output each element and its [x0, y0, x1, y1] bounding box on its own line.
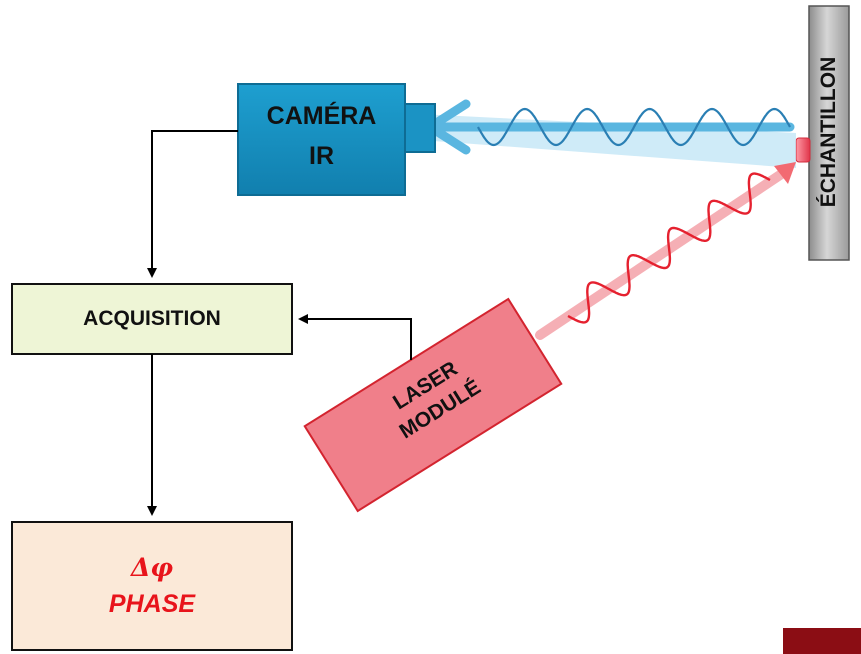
camera-label: CAMÉRA IR [238, 96, 405, 176]
acquisition-label: ACQUISITION [83, 307, 221, 330]
laser-spot [795, 137, 811, 163]
camera-label-line2: IR [309, 142, 334, 170]
laser-to-acquisition-line [298, 314, 412, 360]
sample-block [795, 5, 850, 261]
phase-text: PHASE [108, 590, 196, 618]
camera-to-acquisition-line [147, 130, 238, 278]
camera-label-line1: CAMÉRA [266, 102, 377, 130]
acquisition-block [11, 283, 293, 355]
corner-accent [783, 628, 861, 654]
camera-block [237, 83, 436, 196]
sample-label: ÉCHANTILLON [817, 56, 840, 208]
phase-label: Δφ PHASE [12, 550, 292, 622]
connectors [147, 130, 412, 516]
phase-block [11, 521, 293, 651]
phase-symbol: Δφ [130, 553, 174, 582]
laser-beam [535, 162, 796, 340]
laser-block [303, 297, 563, 513]
ir-beam [420, 99, 796, 168]
